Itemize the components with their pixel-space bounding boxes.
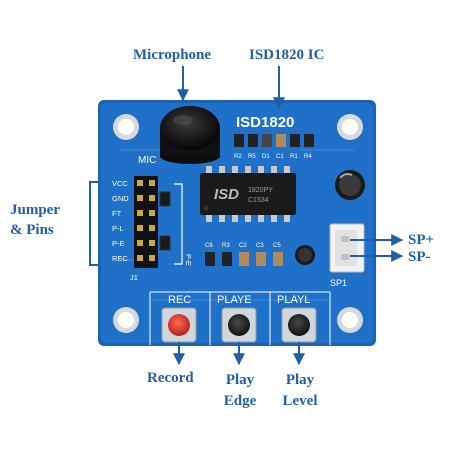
electrolytic-capacitor: [335, 170, 365, 200]
callout-record: Record: [147, 370, 194, 386]
mounting-hole-top-right: [337, 114, 363, 140]
pin-label-rec: REC: [112, 254, 128, 263]
pe-silkscreen-label: P-E: [184, 254, 191, 266]
jumper-brace: [89, 181, 100, 266]
label-c6: C6: [205, 243, 213, 249]
isd1820-chip: [200, 166, 296, 222]
record-button[interactable]: [161, 307, 197, 343]
chip-brand-text: ISD: [214, 186, 239, 203]
mounting-hole-bottom-left: [113, 307, 139, 333]
callout-play-level-2: Level: [282, 393, 318, 409]
label-r3: R3: [222, 243, 230, 249]
sp1-silkscreen-label: SP1: [330, 278, 347, 288]
resistor-labels-bottom: C6 R3 C2 C3 C5: [205, 243, 281, 249]
label-r5: R5: [248, 154, 256, 160]
smd-components-top: [234, 134, 314, 147]
jumper-silkscreen-bracket: [174, 183, 183, 265]
pcb-board: [98, 100, 376, 346]
label-r2: R2: [234, 154, 242, 160]
label-c3: C3: [256, 243, 264, 249]
silk-label-rec: REC: [168, 294, 191, 306]
speaker-connector: [329, 223, 365, 273]
microphone-component: [160, 106, 220, 164]
chip-date-text: C1534: [248, 197, 269, 204]
chip-part-text: 1820PY: [248, 187, 273, 194]
play-edge-button[interactable]: [221, 307, 257, 343]
mounting-hole-bottom-right: [337, 307, 363, 333]
pin-labels: VCC GND FT P-L P-E REC: [112, 179, 129, 263]
callout-arrows: [89, 66, 404, 366]
isd1820-silkscreen-title: ISD1820: [236, 114, 294, 131]
resistor-labels-top: R2 R5 D1 C1 R1 R4: [234, 154, 312, 160]
jumper-caps: [159, 191, 171, 251]
label-c2: C2: [239, 243, 247, 249]
pin-label-pl: P-L: [112, 224, 124, 233]
pin-label-vcc: VCC: [112, 179, 128, 188]
label-c5: C5: [273, 243, 281, 249]
callout-isd1820-ic: ISD1820 IC: [249, 47, 325, 63]
smd-components-bottom: [205, 252, 283, 266]
callout-sp-plus: SP+: [408, 232, 435, 248]
label-c1: C1: [276, 154, 284, 160]
callout-microphone: Microphone: [133, 47, 212, 63]
callout-play-edge-1: Play: [225, 372, 255, 388]
label-r1: R1: [290, 154, 298, 160]
callout-sp-minus: SP-: [408, 249, 431, 265]
small-capacitor: [295, 245, 315, 265]
j1-silkscreen-label: J1: [130, 273, 138, 282]
mounting-hole-top-left: [113, 114, 139, 140]
callout-jumper: Jumper: [10, 202, 60, 218]
pin-label-ft: FT: [112, 209, 122, 218]
button-silkscreen-frame: [149, 291, 331, 345]
silk-label-playe: PLAYE: [217, 294, 252, 306]
mic-silkscreen-label: MIC: [138, 155, 156, 166]
label-r4: R4: [304, 154, 312, 160]
button-silkscreen-labels: REC PLAYE PLAYL: [168, 294, 310, 306]
callout-and-pins: & Pins: [10, 222, 54, 238]
callout-play-level-1: Play: [285, 372, 315, 388]
silk-label-playl: PLAYL: [277, 294, 310, 306]
callout-play-edge-2: Edge: [223, 393, 257, 409]
jumper-header: [134, 176, 158, 268]
label-d1: D1: [262, 154, 270, 160]
play-level-button[interactable]: [281, 307, 317, 343]
pin-label-pe: P-E: [112, 239, 125, 248]
pin-label-gnd: GND: [112, 194, 129, 203]
